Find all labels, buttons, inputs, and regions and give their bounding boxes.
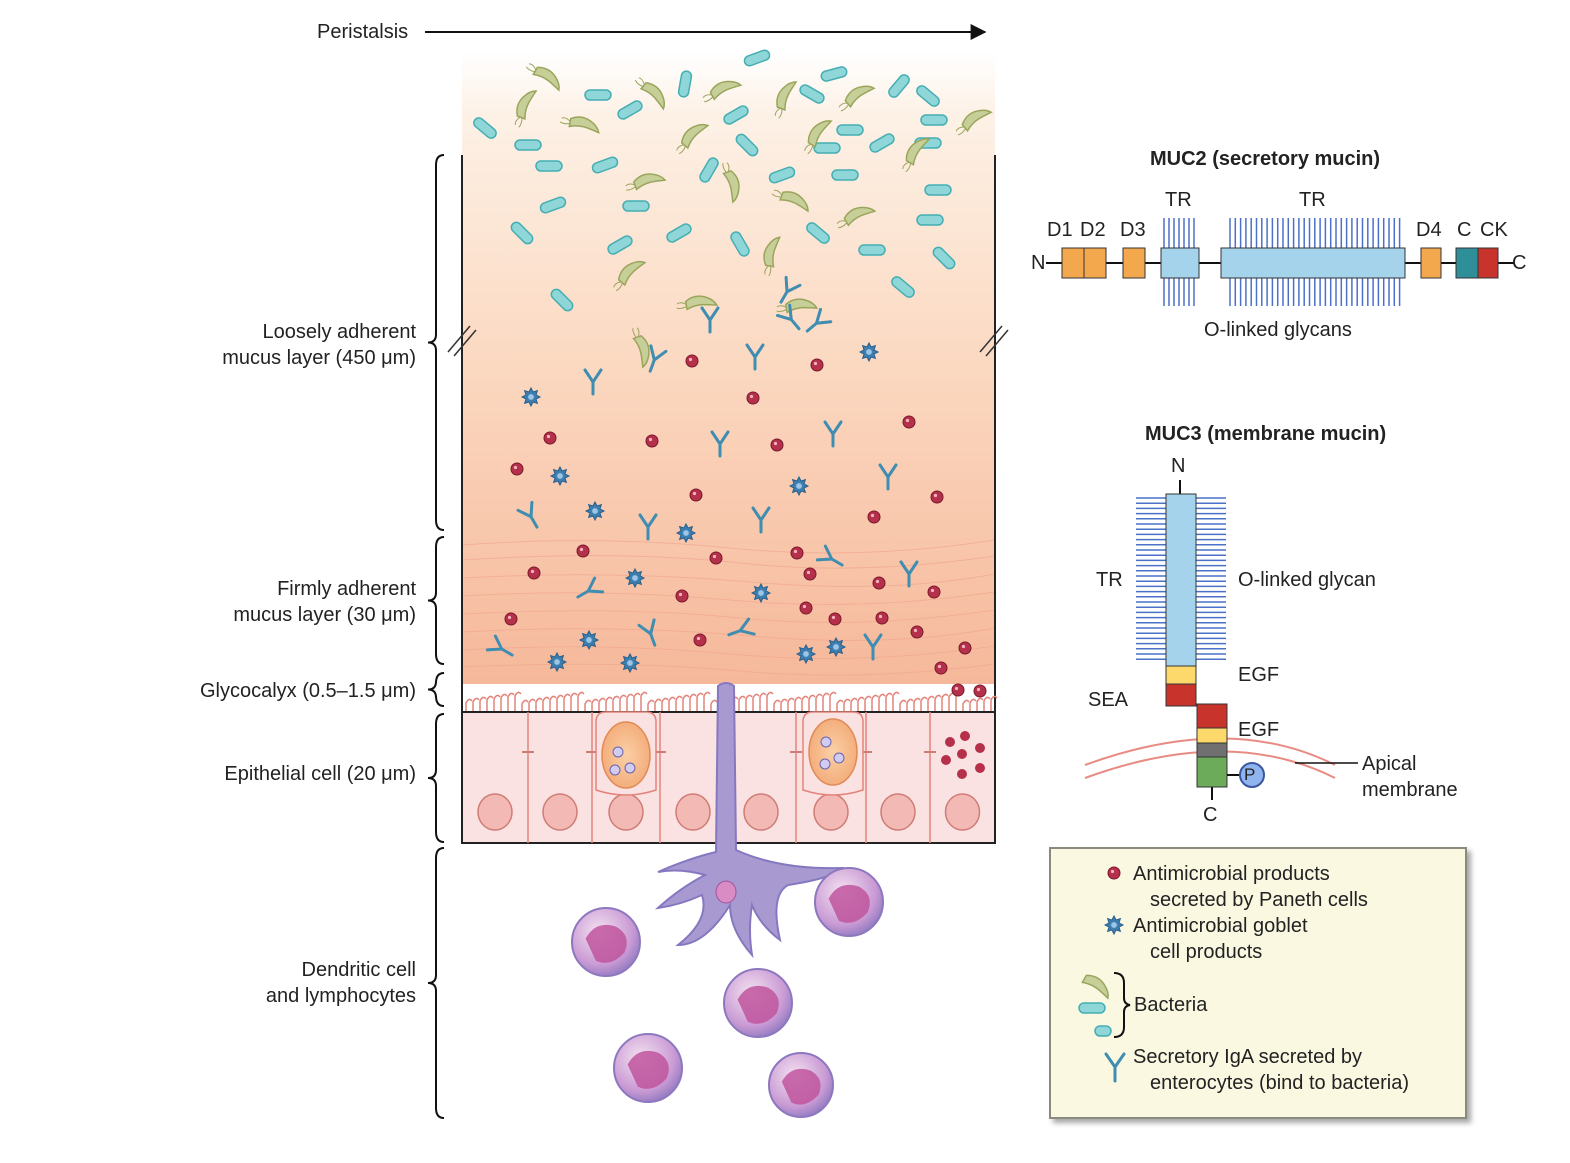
legend-bacteria: Bacteria bbox=[1134, 994, 1208, 1016]
muc2-diagram bbox=[1046, 218, 1515, 306]
muc2-tr-right: TR bbox=[1299, 189, 1326, 211]
muc2-d3: D3 bbox=[1120, 219, 1146, 241]
muc3-phosphate: P bbox=[1244, 765, 1256, 784]
bacteria-curved bbox=[514, 63, 993, 369]
muc2-glycans-label: O-linked glycans bbox=[1204, 319, 1352, 341]
legend-paneth-2: secreted by Paneth cells bbox=[1150, 889, 1368, 911]
epithelial-cells bbox=[477, 712, 981, 843]
muc3-tr: TR bbox=[1096, 569, 1123, 591]
layer-label-glycocalyx: Glycocalyx (0.5–1.5 μm) bbox=[199, 680, 416, 702]
muc2-n-terminus: N bbox=[1031, 252, 1046, 274]
legend-iga-2: enterocytes (bind to bacteria) bbox=[1150, 1072, 1410, 1094]
break-marks bbox=[447, 325, 1009, 357]
muc3-apical-2: membrane bbox=[1362, 779, 1458, 801]
muc2-d1: D1 bbox=[1047, 219, 1073, 241]
muc3-n-terminus: N bbox=[1171, 455, 1186, 477]
muc3-apical-1: Apical bbox=[1362, 753, 1417, 775]
layer-label-epithelial: Epithelial cell (20 μm) bbox=[224, 763, 416, 785]
goblet-products bbox=[520, 341, 880, 674]
muc3-title: MUC3 (membrane mucin) bbox=[1145, 423, 1387, 445]
paneth-cell-granules bbox=[941, 731, 985, 779]
legend-goblet-1: Antimicrobial goblet bbox=[1133, 915, 1308, 937]
goblet-cell bbox=[802, 711, 864, 796]
muc3-sea: SEA bbox=[1088, 689, 1129, 711]
layer-label-dendritic-2: and lymphocytes bbox=[265, 985, 416, 1007]
legend-iga-1: Secretory IgA secreted by bbox=[1133, 1046, 1363, 1068]
layer-label-loose-2: mucus layer (450 μm) bbox=[222, 347, 416, 369]
muc3-diagram bbox=[1084, 480, 1358, 800]
lymphocytes bbox=[571, 867, 884, 1118]
layer-label-loose-1: Loosely adherent bbox=[262, 321, 416, 343]
legend-goblet-2: cell products bbox=[1150, 941, 1263, 963]
iga-molecules bbox=[485, 275, 919, 661]
muc3-glycan-label: O-linked glycan bbox=[1238, 569, 1376, 591]
layer-label-firm-2: mucus layer (30 μm) bbox=[233, 604, 416, 626]
bacteria-rods bbox=[473, 49, 956, 312]
muc3-egf-bottom: EGF bbox=[1238, 719, 1280, 741]
muc3-egf-top: EGF bbox=[1238, 664, 1280, 686]
glycocalyx bbox=[465, 691, 998, 712]
layer-label-dendritic-1: Dendritic cell bbox=[301, 959, 416, 981]
muc2-ck: CK bbox=[1480, 219, 1508, 241]
muc2-c-terminus: C bbox=[1512, 252, 1527, 274]
muc2-tr-left: TR bbox=[1165, 189, 1192, 211]
peristalsis-label: Peristalsis bbox=[317, 21, 409, 43]
muc2-title: MUC2 (secretory mucin) bbox=[1150, 148, 1381, 170]
legend-paneth-1: Antimicrobial products bbox=[1133, 863, 1330, 885]
muc2-d2: D2 bbox=[1080, 219, 1106, 241]
muc2-c: C bbox=[1457, 219, 1472, 241]
goblet-cell bbox=[595, 711, 657, 796]
layer-label-firm-1: Firmly adherent bbox=[277, 578, 416, 600]
layer-braces bbox=[427, 154, 445, 1119]
muc3-c-terminus: C bbox=[1203, 804, 1218, 826]
paneth-products bbox=[504, 354, 987, 698]
dendritic-cell bbox=[654, 682, 845, 959]
muc2-d4: D4 bbox=[1416, 219, 1442, 241]
